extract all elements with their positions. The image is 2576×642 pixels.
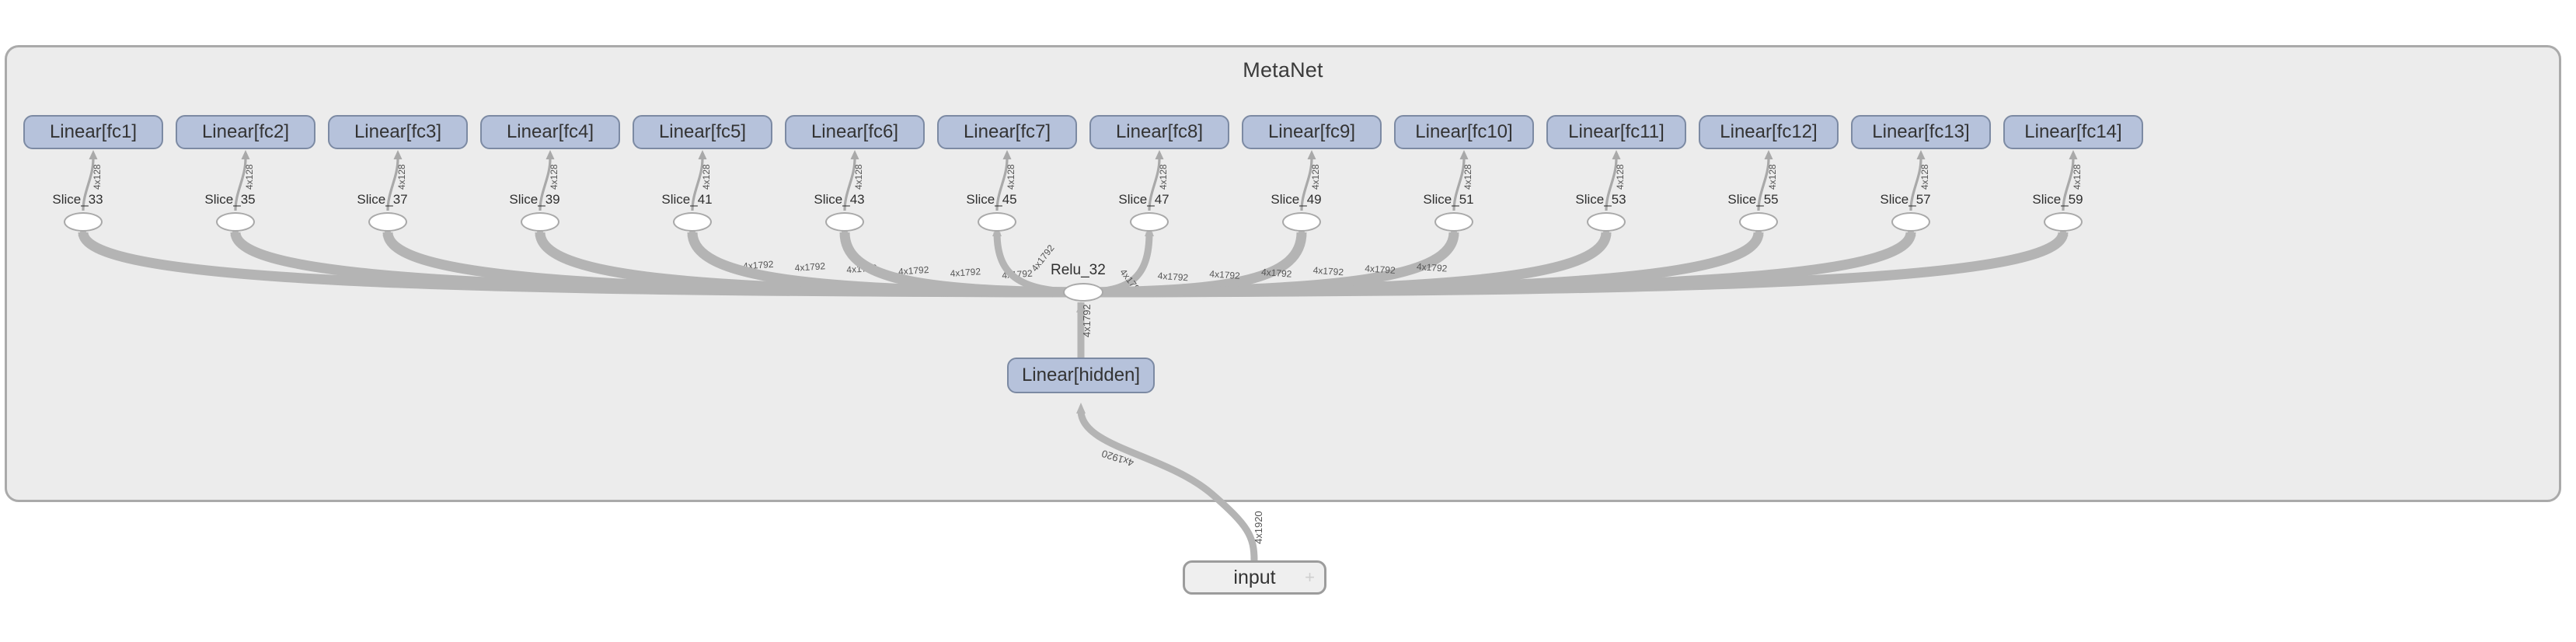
label-slice-33: Slice_33	[52, 192, 103, 207]
node-linear-fc13[interactable]: Linear[fc13]	[1851, 115, 1991, 149]
label-slice-59: Slice_59	[2032, 192, 2083, 207]
node-linear-fc10[interactable]: Linear[fc10]	[1394, 115, 1534, 149]
cluster-title: MetaNet	[1243, 58, 1323, 82]
node-slice-47[interactable]	[1130, 212, 1169, 232]
node-slice-59[interactable]	[2044, 212, 2083, 232]
node-slice-57[interactable]	[1891, 212, 1930, 232]
node-slice-37[interactable]	[368, 212, 407, 232]
node-linear-fc14[interactable]: Linear[fc14]	[2003, 115, 2143, 149]
label-slice-35: Slice_35	[204, 192, 256, 207]
node-linear-fc9[interactable]: Linear[fc9]	[1242, 115, 1382, 149]
node-linear-fc11[interactable]: Linear[fc11]	[1546, 115, 1686, 149]
node-slice-39[interactable]	[521, 212, 559, 232]
node-linear-fc8[interactable]: Linear[fc8]	[1089, 115, 1229, 149]
node-slice-43[interactable]	[825, 212, 864, 232]
node-linear-fc7[interactable]: Linear[fc7]	[937, 115, 1077, 149]
node-linear-fc12[interactable]: Linear[fc12]	[1699, 115, 1839, 149]
node-linear-fc6[interactable]: Linear[fc6]	[785, 115, 925, 149]
label-slice-43: Slice_43	[814, 192, 865, 207]
node-linear-fc5[interactable]: Linear[fc5]	[633, 115, 772, 149]
node-slice-53[interactable]	[1587, 212, 1626, 232]
node-input[interactable]: input +	[1183, 560, 1326, 595]
metanet-cluster[interactable]: MetaNet	[5, 45, 2561, 502]
node-linear-hidden[interactable]: Linear[hidden]	[1007, 358, 1155, 393]
label-slice-39: Slice_39	[509, 192, 560, 207]
label-relu-32: Relu_32	[1051, 262, 1106, 278]
node-slice-33[interactable]	[64, 212, 103, 232]
label-slice-37: Slice_37	[357, 192, 408, 207]
label-slice-55: Slice_55	[1727, 192, 1779, 207]
node-slice-51[interactable]	[1434, 212, 1473, 232]
label-slice-51: Slice_51	[1423, 192, 1474, 207]
node-linear-fc4[interactable]: Linear[fc4]	[480, 115, 620, 149]
node-linear-fc3[interactable]: Linear[fc3]	[328, 115, 468, 149]
label-slice-53: Slice_53	[1575, 192, 1626, 207]
label-slice-49: Slice_49	[1271, 192, 1322, 207]
label-slice-47: Slice_47	[1118, 192, 1169, 207]
node-linear-fc2[interactable]: Linear[fc2]	[176, 115, 315, 149]
label-slice-57: Slice_57	[1880, 192, 1931, 207]
node-linear-fc1[interactable]: Linear[fc1]	[23, 115, 163, 149]
expand-plus-icon[interactable]: +	[1305, 567, 1315, 587]
edge-label-input-to-hidden-lower: 4x1920	[1253, 511, 1264, 544]
node-slice-35[interactable]	[216, 212, 255, 232]
node-slice-49[interactable]	[1282, 212, 1321, 232]
node-slice-41[interactable]	[673, 212, 712, 232]
label-slice-41: Slice_41	[661, 192, 713, 207]
node-slice-45[interactable]	[978, 212, 1016, 232]
node-relu-32[interactable]	[1063, 283, 1103, 302]
node-input-label: input	[1233, 566, 1276, 588]
node-slice-55[interactable]	[1739, 212, 1778, 232]
label-slice-45: Slice_45	[966, 192, 1017, 207]
